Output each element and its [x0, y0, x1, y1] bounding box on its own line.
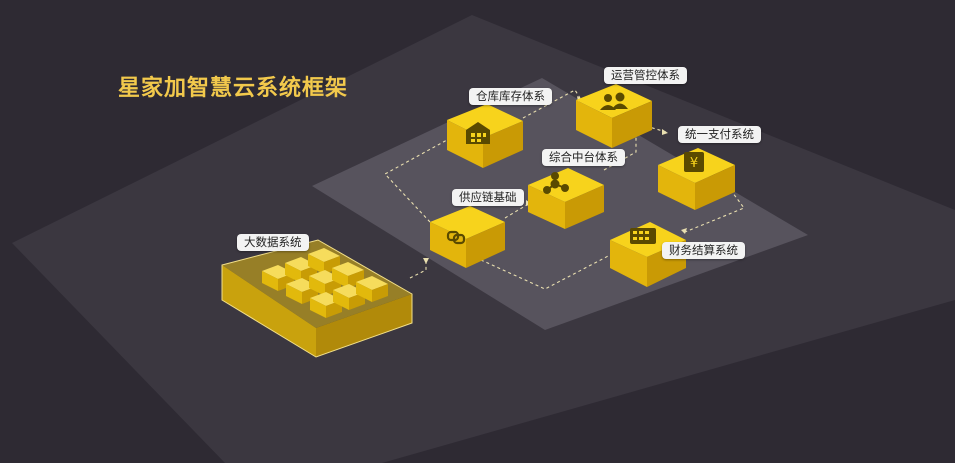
cube-right-face	[612, 101, 652, 148]
warehouse-building-icon	[466, 122, 490, 144]
label-operations: 运营管控体系	[604, 67, 687, 84]
cube-right-face	[695, 165, 735, 210]
yen-card-icon: ¥	[684, 152, 704, 172]
cube-left-face	[447, 120, 483, 168]
crate-outline	[221, 239, 413, 358]
label-warehouse: 仓库库存体系	[469, 88, 552, 105]
diagram-title: 星家加智慧云系统框架	[118, 76, 349, 101]
label-payment: 统一支付系统	[678, 126, 761, 143]
people-group-icon	[600, 92, 628, 110]
arrow-into-payment	[662, 129, 668, 135]
mini-cube	[356, 276, 388, 302]
operations-block	[576, 84, 652, 148]
crate-right-face	[316, 294, 412, 357]
arrow-into-finance	[681, 228, 687, 234]
connector-warehouse-ops	[522, 89, 581, 119]
arrow-into-supply	[423, 258, 429, 264]
cube-left-face	[610, 240, 647, 287]
label-supply: 供应链基础	[452, 189, 524, 206]
cube-left-face	[658, 165, 695, 210]
cube-left-face	[576, 100, 612, 148]
label-finance: 财务结算系统	[662, 242, 745, 259]
svg-text:¥: ¥	[690, 156, 698, 171]
connector-supply-finance	[469, 253, 613, 290]
cube-right-face	[565, 185, 604, 229]
cube-left-face	[430, 222, 466, 268]
cube-right-face	[466, 222, 505, 268]
midplatform-block	[528, 168, 604, 229]
cube-right-face	[483, 121, 523, 168]
share-network-icon	[543, 172, 569, 194]
cube-top	[430, 206, 505, 239]
cube-left-face	[528, 185, 565, 229]
link-chain-icon	[446, 230, 466, 245]
label-bigdata: 大数据系统	[237, 234, 309, 251]
bigdata-block	[221, 239, 413, 358]
warehouse-block	[447, 104, 523, 168]
payment-block: ¥	[658, 148, 735, 210]
connector-supply-mid	[504, 202, 531, 219]
crate-left-face	[222, 265, 316, 357]
calculator-icon	[630, 228, 656, 244]
crate-mini-cubes	[262, 248, 388, 318]
supply-block	[430, 206, 505, 268]
label-midplatform: 综合中台体系	[542, 149, 625, 166]
